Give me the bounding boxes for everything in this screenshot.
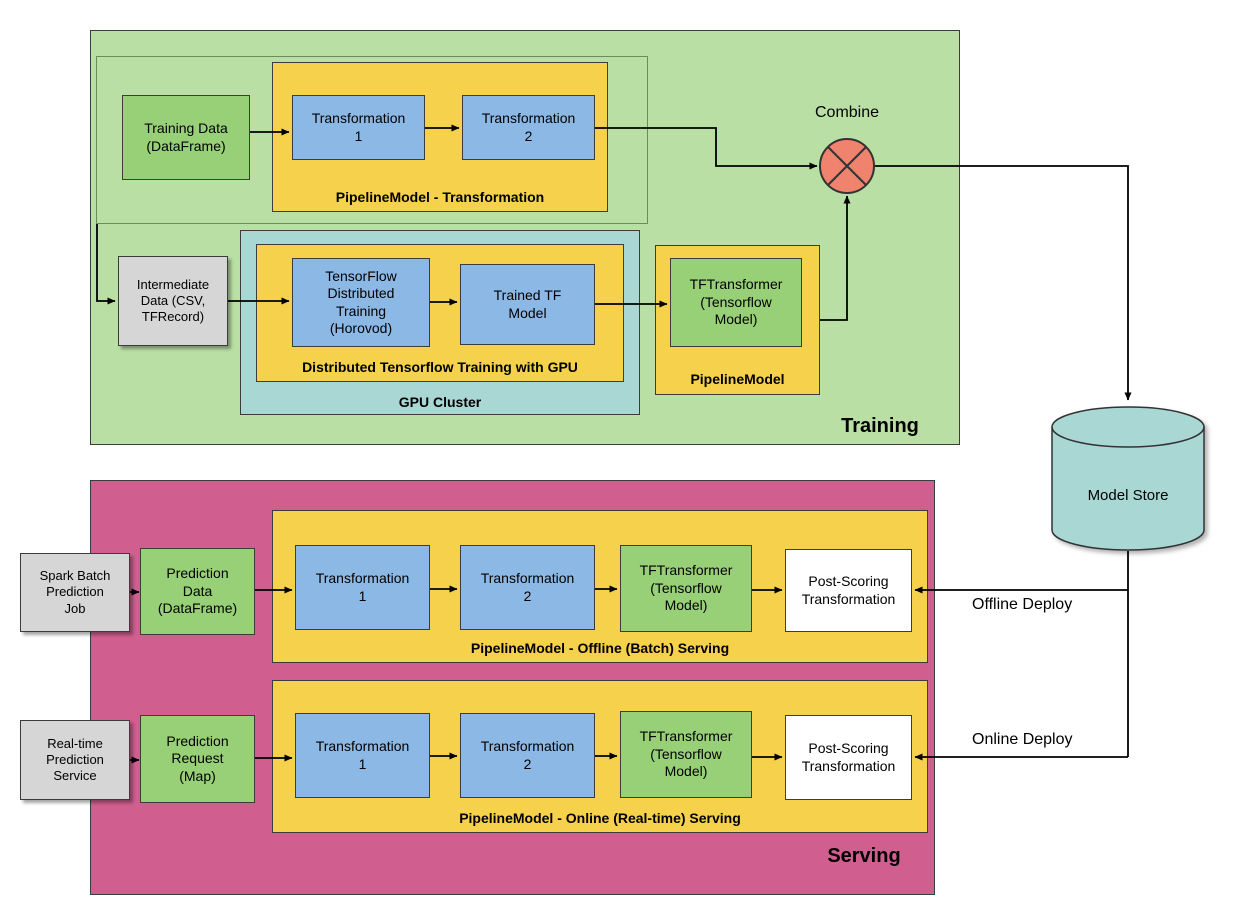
pipeline-model-label: PipelineModel: [690, 371, 785, 387]
offline-tf-transformer-text: TFTransformer (Tensorflow Model): [639, 562, 733, 614]
realtime-service-node: Real-time Prediction Service: [20, 720, 130, 800]
online-tf-transformer-text: TFTransformer (Tensorflow Model): [639, 728, 733, 780]
offline-deploy-label: Offline Deploy: [972, 596, 1073, 613]
offline-transformation-2-node: Transformation 2: [460, 545, 595, 630]
tensorflow-training-text: TensorFlow Distributed Training (Horovod…: [325, 267, 397, 337]
intermediate-data-text: Intermediate Data (CSV, TFRecord): [136, 276, 210, 325]
trained-tf-model-text: Trained TF Model: [493, 287, 562, 321]
model-store-label: Model Store: [1087, 487, 1169, 504]
prediction-data-text: Prediction Data (DataFrame): [157, 565, 238, 617]
offline-pipeline-label: PipelineModel - Offline (Batch) Serving: [470, 640, 730, 656]
online-post-scoring-text: Post-Scoring Transformation: [801, 740, 896, 774]
offline-transformation-1-node: Transformation 1: [295, 545, 430, 630]
online-transformation-2-text: Transformation 2: [480, 738, 575, 772]
online-transformation-2-node: Transformation 2: [460, 713, 595, 798]
offline-post-scoring-node: Post-Scoring Transformation: [785, 549, 912, 632]
online-deploy-label: Online Deploy: [972, 731, 1073, 748]
training-data-node: Training Data (DataFrame): [122, 95, 250, 180]
online-transformation-1-node: Transformation 1: [295, 713, 430, 798]
offline-tf-transformer-node: TFTransformer (Tensorflow Model): [620, 545, 752, 632]
training-transformation-1-node: Transformation 1: [292, 95, 425, 160]
online-pipeline-label: PipelineModel - Online (Real-time) Servi…: [459, 810, 741, 826]
intermediate-data-node: Intermediate Data (CSV, TFRecord): [118, 256, 228, 346]
online-transformation-1-text: Transformation 1: [315, 738, 410, 772]
prediction-data-node: Prediction Data (DataFrame): [140, 548, 255, 635]
distributed-training-label: Distributed Tensorflow Training with GPU: [302, 359, 578, 375]
spark-batch-job-text: Spark Batch Prediction Job: [39, 568, 111, 616]
online-post-scoring-node: Post-Scoring Transformation: [785, 715, 912, 800]
pipeline-transformation-label: PipelineModel - Transformation: [335, 189, 545, 205]
offline-transformation-1-text: Transformation 1: [315, 570, 410, 604]
model-store: Model Store: [1050, 403, 1206, 553]
offline-post-scoring-text: Post-Scoring Transformation: [801, 573, 896, 607]
spark-batch-job-node: Spark Batch Prediction Job: [20, 553, 130, 632]
prediction-request-node: Prediction Request (Map): [140, 715, 255, 803]
trained-tf-model-node: Trained TF Model: [460, 264, 595, 345]
gpu-cluster-label: GPU Cluster: [398, 394, 482, 410]
combine-label: Combine: [814, 104, 880, 121]
tensorflow-training-node: TensorFlow Distributed Training (Horovod…: [292, 258, 430, 347]
training-transformation-1-text: Transformation 1: [311, 110, 406, 144]
training-section-label: Training: [841, 415, 919, 437]
tf-transformer-training-node: TFTransformer (Tensorflow Model): [670, 258, 802, 347]
online-tf-transformer-node: TFTransformer (Tensorflow Model): [620, 711, 752, 798]
prediction-request-text: Prediction Request (Map): [166, 732, 229, 784]
serving-section-label: Serving: [827, 845, 901, 867]
training-transformation-2-node: Transformation 2: [462, 95, 595, 160]
training-data-text: Training Data (DataFrame): [144, 120, 228, 154]
realtime-service-text: Real-time Prediction Service: [46, 735, 104, 784]
training-transformation-2-text: Transformation 2: [481, 110, 576, 144]
offline-transformation-2-text: Transformation 2: [480, 570, 575, 604]
tf-transformer-training-text: TFTransformer (Tensorflow Model): [689, 276, 783, 328]
model-store-cylinder-icon: [1051, 406, 1205, 551]
